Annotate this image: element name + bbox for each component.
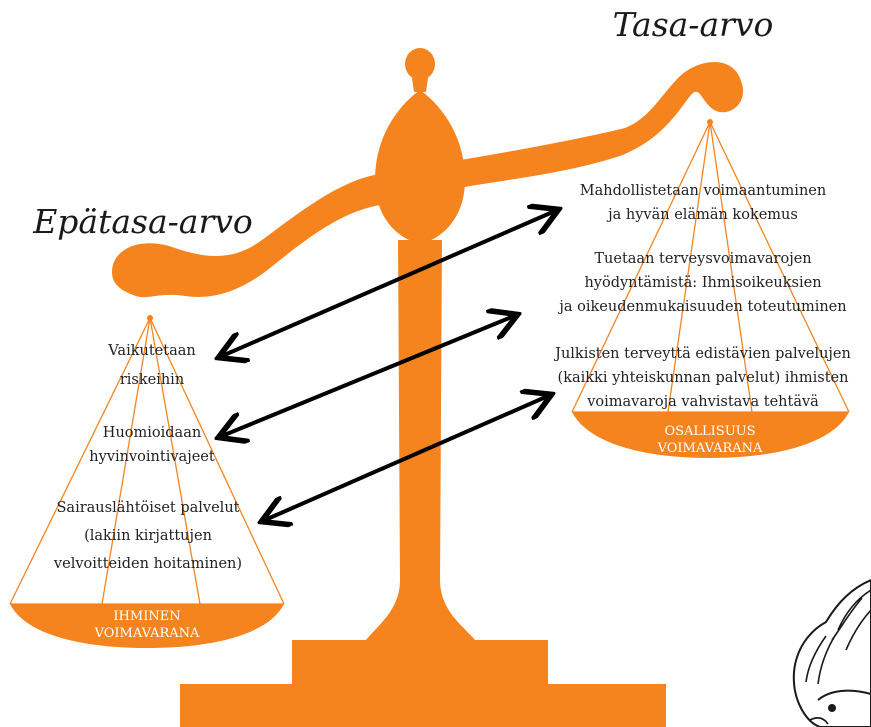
right-hook	[707, 119, 713, 125]
arrow-deficits-resources	[222, 316, 514, 436]
right-pan-items: Mahdollistetaan voimaantuminen ja hyvän …	[553, 183, 851, 410]
right-pan-label-1: OSALLISUUS	[664, 424, 755, 439]
right-pan	[572, 412, 849, 458]
left-item-3-line-3: velvoitteiden hoitaminen)	[53, 556, 242, 572]
comparison-arrows	[222, 211, 555, 520]
right-item-1-line-2: ja hyvän elämän kokemus	[606, 207, 798, 223]
arrow-services-public	[265, 396, 548, 520]
left-item-1-line-1: Vaikutetaan	[107, 343, 195, 359]
finial-knob	[405, 48, 435, 80]
right-item-2-line-3: ja oikeudenmukaisuuden toteutuminen	[557, 299, 846, 315]
left-item-2-line-2: hyvinvointivajeet	[89, 449, 215, 465]
left-pan	[10, 604, 284, 648]
title-equality: Tasa-arvo	[613, 5, 774, 44]
left-item-2-line-1: Huomioidaan	[103, 425, 201, 441]
right-item-3-line-1: Julkisten terveyttä edistävien palveluje…	[553, 346, 851, 362]
left-item-3-line-2: (lakiin kirjattujen	[84, 528, 212, 544]
scale-base-upper	[292, 640, 548, 684]
right-pan-label-2: VOIMAVARANA	[657, 441, 763, 456]
right-item-2-line-2: hyödyntämistä: Ihmisoikeuksien	[584, 275, 821, 291]
left-pan-label-1: IHMINEN	[113, 609, 180, 624]
right-item-3-line-3: voimavaroja vahvistava tehtävä	[586, 394, 819, 410]
right-item-3-line-2: (kaikki yhteiskunnan palvelut) ihmisten	[558, 370, 849, 386]
scale-base-lower	[180, 684, 666, 727]
left-item-3-line-1: Sairauslähtöiset palvelut	[57, 500, 240, 516]
cartoon-face-icon	[792, 578, 871, 727]
left-pan-label-2: VOIMAVARANA	[94, 626, 200, 641]
left-item-1-line-2: riskeihin	[120, 372, 184, 388]
right-item-1-line-1: Mahdollistetaan voimaantuminen	[580, 183, 826, 199]
finial-stem	[412, 78, 428, 92]
scale-pillar	[366, 240, 475, 640]
left-pan-items: Vaikutetaan riskeihin Huomioidaan hyvinv…	[53, 343, 242, 572]
title-inequality: Epätasa-arvo	[32, 202, 253, 241]
left-hook	[147, 315, 153, 321]
right-item-2-line-1: Tuetaan terveysvoimavarojen	[594, 251, 811, 267]
